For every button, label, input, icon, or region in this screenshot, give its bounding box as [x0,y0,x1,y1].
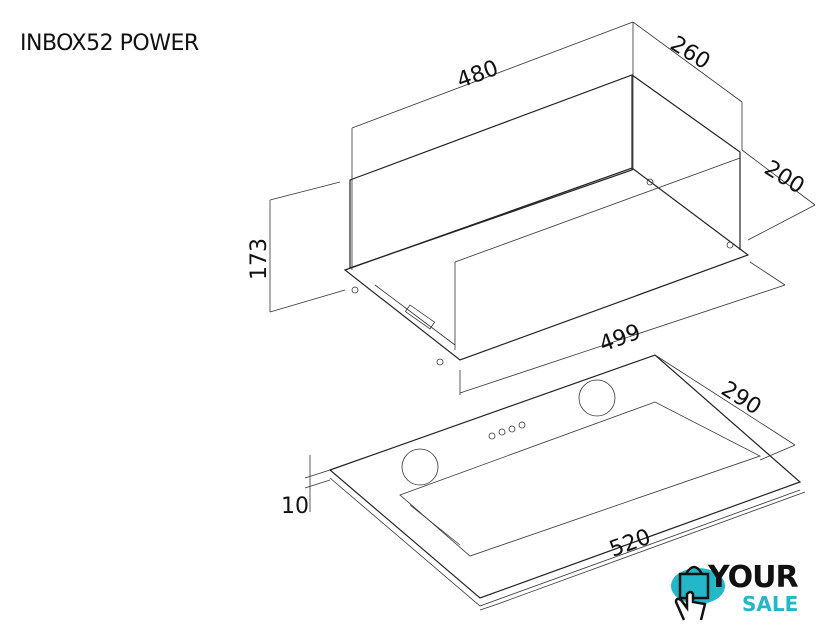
dim-520: 520 [606,525,654,563]
hood-body [343,74,750,366]
yoursale-logo: YOUR SALE [668,560,838,624]
button-icon [518,421,526,429]
lower-dimension-lines [304,354,806,611]
dim-480: 480 [454,56,502,94]
dim-260: 260 [666,31,715,74]
dim-200: 200 [760,156,809,199]
button-icon [508,425,516,433]
light-icon [401,448,439,486]
dim-10: 10 [281,494,309,519]
light-icon [578,379,616,417]
button-icon [488,432,496,440]
button-icon [498,428,506,436]
dim-290: 290 [717,377,766,420]
upper-dimension-lines [269,21,816,395]
dim-173: 173 [247,238,272,280]
dim-499: 499 [596,320,644,358]
product-title: INBOX52 POWER [20,31,199,56]
shopping-bag-icon [671,565,725,621]
front-panel [328,354,802,607]
